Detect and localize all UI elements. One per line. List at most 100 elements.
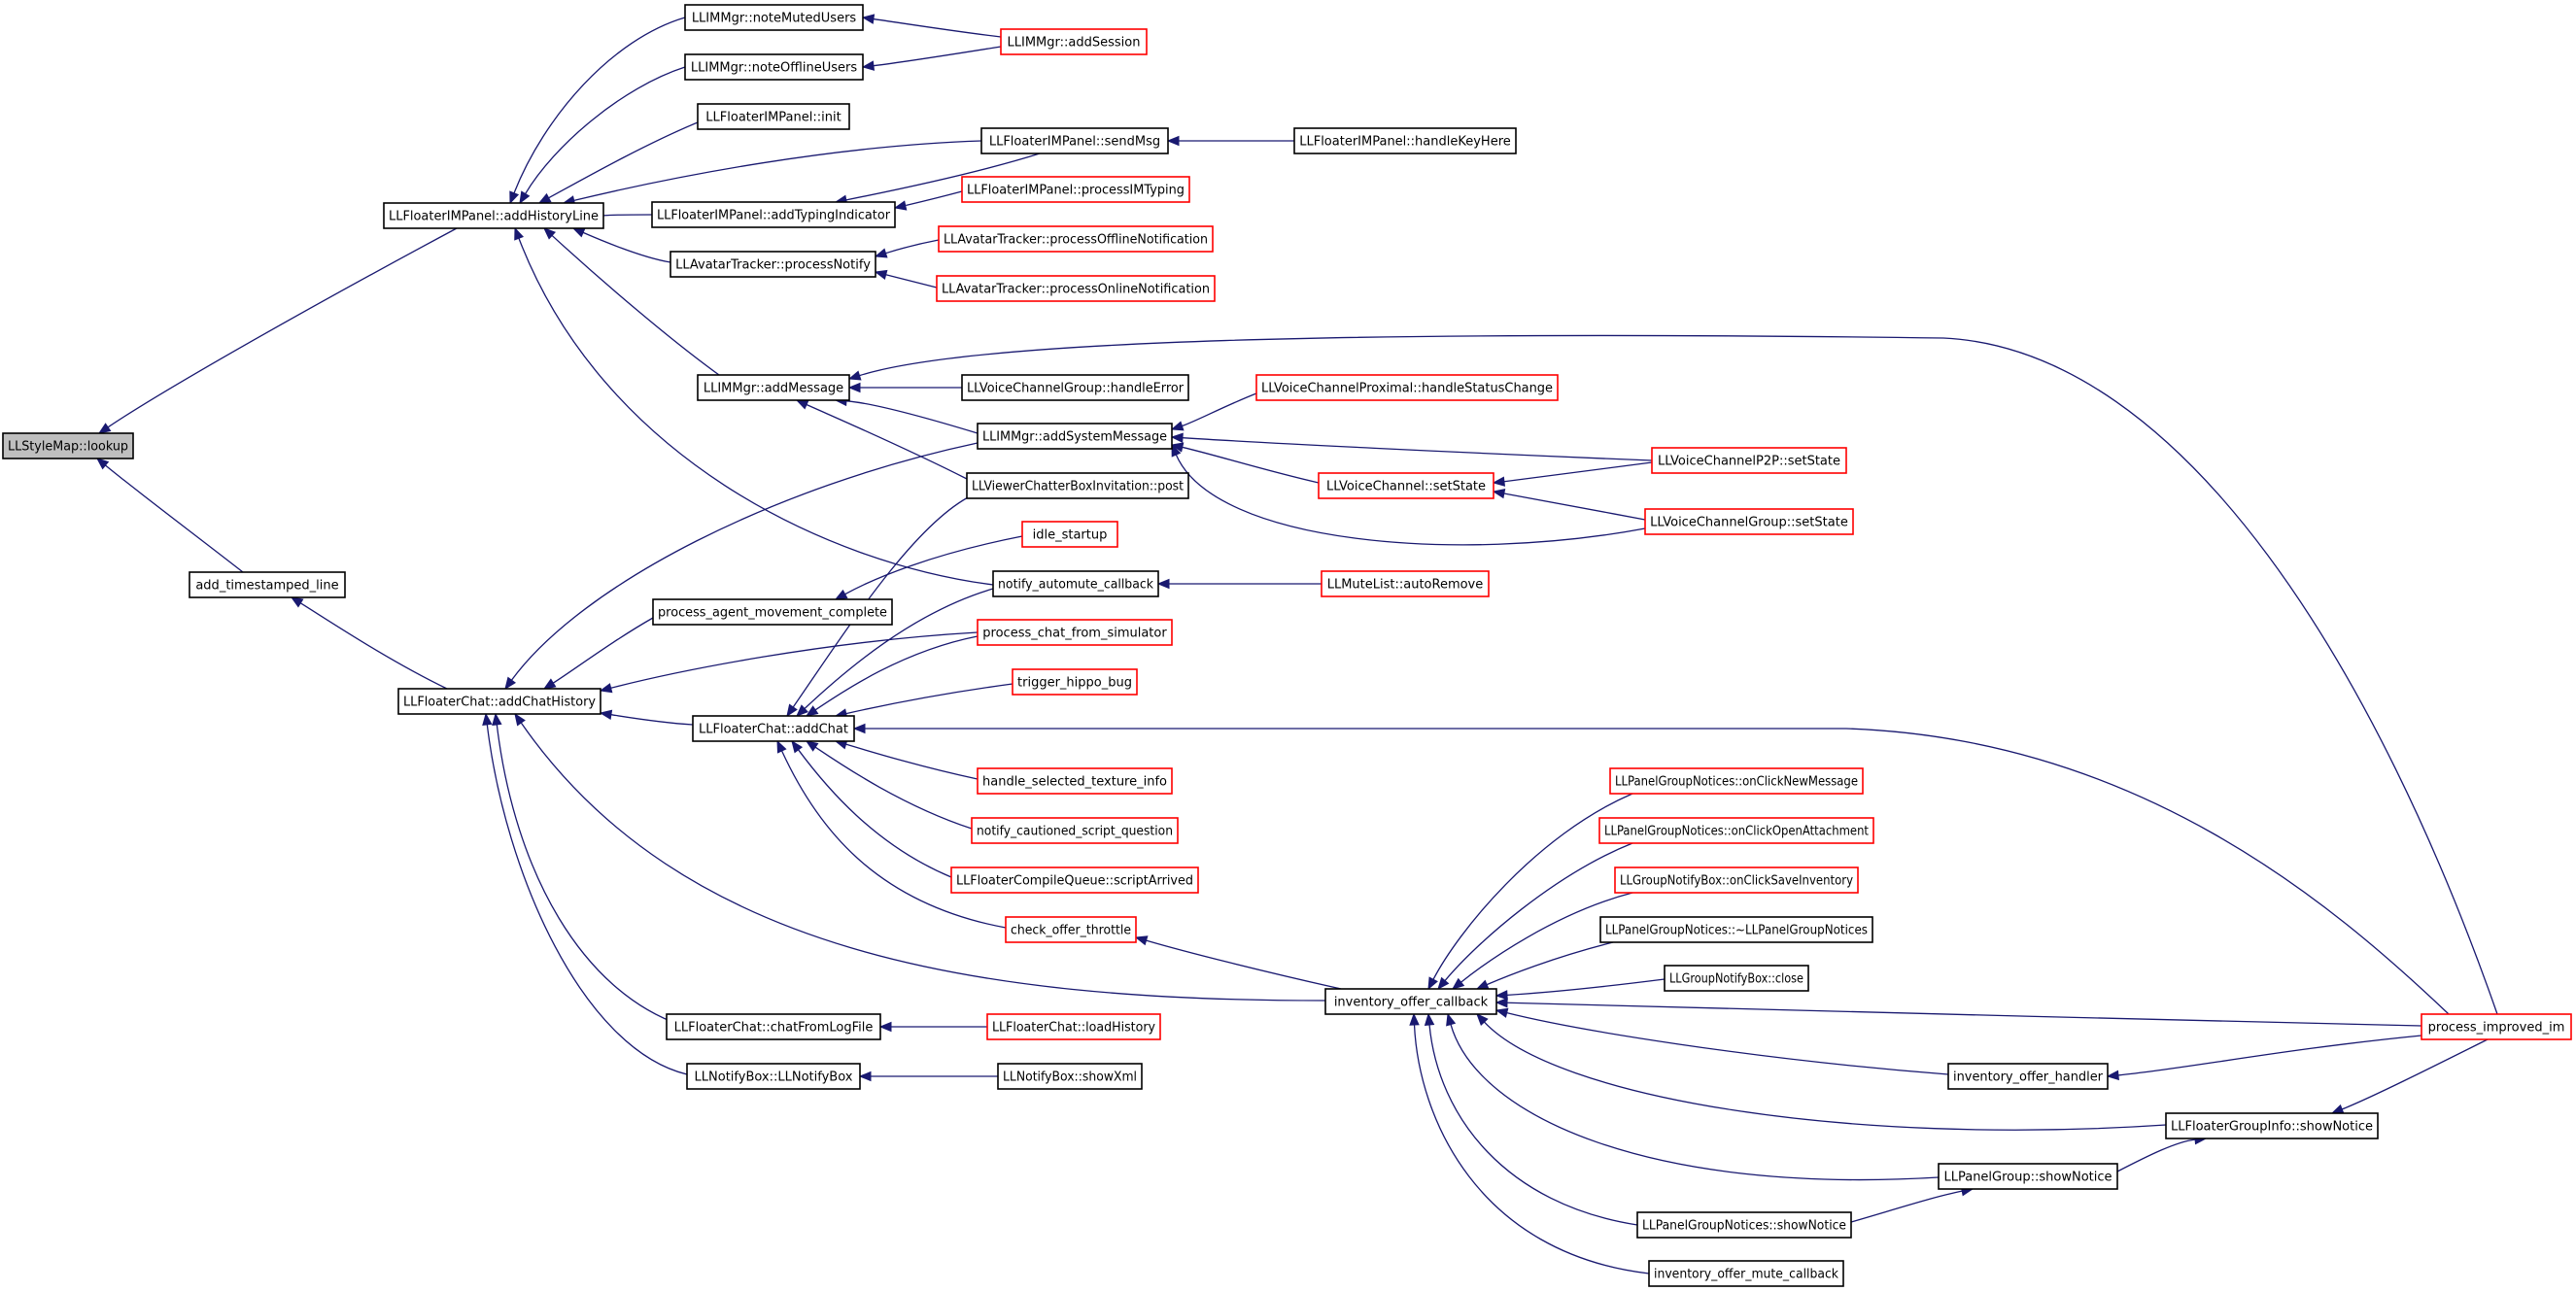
node-llavatartracker-processofflinenotification[interactable]: LLAvatarTracker::processOfflineNotificat… bbox=[938, 225, 1214, 253]
node-box bbox=[992, 570, 1159, 597]
edge-pgshownotice-to-invoffercb bbox=[1446, 1012, 1940, 1181]
node-inventory-offer-handler[interactable]: inventory_offer_handler bbox=[1947, 1063, 2109, 1090]
node-llavatartracker-processonlinenotification[interactable]: LLAvatarTracker::processOnlineNotificati… bbox=[936, 275, 1216, 302]
node-box bbox=[692, 715, 855, 742]
node-llgroupnotifybox-onclicksaveinventory[interactable]: LLGroupNotifyBox::onClickSaveInventory bbox=[1614, 866, 1859, 894]
node-llfloaterchat-loadhistory[interactable]: LLFloaterChat::loadHistory bbox=[986, 1013, 1161, 1040]
node-idle-startup[interactable]: idle_startup bbox=[1021, 521, 1118, 548]
node-label: LLFloaterChat::addChat bbox=[699, 723, 848, 737]
arrowhead bbox=[858, 1070, 872, 1082]
node-label: LLGroupNotifyBox::close bbox=[1669, 972, 1803, 987]
node-box bbox=[936, 275, 1216, 302]
node-llvoicechannel-setstate[interactable]: LLVoiceChannel::setState bbox=[1318, 472, 1494, 499]
edge-vcghandleerror-to-addmessage bbox=[847, 382, 963, 393]
node-box bbox=[383, 202, 604, 229]
node-box bbox=[684, 53, 864, 81]
edge-notifyboxctor-to-addchathistory bbox=[482, 712, 688, 1075]
node-llimmgr-addsession[interactable]: LLIMMgr::addSession bbox=[1000, 28, 1148, 55]
node-llnotifybox-showxml[interactable]: LLNotifyBox::showXml bbox=[997, 1063, 1143, 1090]
edge-addchat-to-addchathistory bbox=[599, 709, 694, 726]
node-box bbox=[961, 176, 1190, 203]
node-llfloaterimpanel-processimtyping[interactable]: LLFloaterIMPanel::processIMTyping bbox=[961, 176, 1190, 203]
node-inventory-offer-callback[interactable]: inventory_offer_callback bbox=[1324, 988, 1497, 1015]
arrowhead bbox=[1494, 990, 1508, 1001]
node-box bbox=[1651, 447, 1847, 474]
edge-invoffercb-to-addchathistory bbox=[514, 712, 1326, 1002]
node-llimmgr-notemutedusers[interactable]: LLIMMgr::noteMutedUsers bbox=[684, 4, 864, 31]
arrowhead bbox=[893, 200, 908, 211]
arrowhead bbox=[776, 739, 787, 754]
arrowhead bbox=[861, 14, 876, 24]
node-llfloaterimpanel-addhistoryline[interactable]: LLFloaterIMPanel::addHistoryLine bbox=[383, 202, 604, 229]
arrowhead bbox=[795, 399, 809, 410]
node-llavatartracker-processnotify[interactable]: LLAvatarTracker::processNotify bbox=[670, 251, 876, 278]
node-box bbox=[977, 767, 1173, 795]
edge-vcgroupsetstate-to-vcsetstate bbox=[1492, 488, 1646, 521]
node-label: LLIMMgr::noteOfflineUsers bbox=[691, 61, 857, 76]
node-llfloaterchat-addchat[interactable]: LLFloaterChat::addChat bbox=[692, 715, 855, 742]
node-llimmgr-noteofflineusers[interactable]: LLIMMgr::noteOfflineUsers bbox=[684, 53, 864, 81]
node-llimmgr-addmessage[interactable]: LLIMMgr::addMessage bbox=[697, 374, 850, 401]
node-add-timestamped-line[interactable]: add_timestamped_line bbox=[189, 571, 346, 598]
arrowhead bbox=[509, 190, 520, 205]
node-llfloaterchat-addchathistory[interactable]: LLFloaterChat::addChatHistory bbox=[397, 688, 601, 715]
node-check-offer-throttle[interactable]: check_offer_throttle bbox=[1005, 916, 1137, 943]
arrowhead bbox=[878, 1021, 892, 1033]
node-box bbox=[2165, 1112, 2379, 1139]
arrowhead bbox=[571, 227, 586, 238]
node-notify-automute-callback[interactable]: notify_automute_callback bbox=[992, 570, 1159, 597]
node-box bbox=[397, 688, 601, 715]
edge-gnbclose-to-invoffercb bbox=[1494, 978, 1666, 1001]
node-llfloatergroupinfo-shownotice[interactable]: LLFloaterGroupInfo::showNotice bbox=[2165, 1112, 2379, 1139]
edge-addtyping-to-addhistoryline bbox=[602, 214, 653, 217]
edge-vcp2psetstate-to-vcsetstate bbox=[1492, 461, 1653, 487]
node-llpanelgroupnotices-llpanelgroupnotices[interactable]: LLPanelGroupNotices::~LLPanelGroupNotice… bbox=[1599, 916, 1873, 943]
node-box bbox=[1000, 28, 1148, 55]
node-llnotifybox-llnotifybox[interactable]: LLNotifyBox::LLNotifyBox bbox=[686, 1063, 861, 1090]
node-llvoicechannelproximal-handlestatuschange[interactable]: LLVoiceChannelProximal::handleStatusChan… bbox=[1255, 374, 1559, 401]
node-llimmgr-addsystemmessage[interactable]: LLIMMgr::addSystemMessage bbox=[977, 423, 1173, 450]
node-llpanelgroupnotices-onclickopenattachment[interactable]: LLPanelGroupNotices::onClickOpenAttachme… bbox=[1598, 817, 1874, 844]
node-llfloaterimpanel-addtypingindicator[interactable]: LLFloaterIMPanel::addTypingIndicator bbox=[651, 201, 896, 228]
node-box bbox=[697, 374, 850, 401]
node-label: process_improved_im bbox=[2428, 1021, 2565, 1036]
node-trigger-hippo-bug[interactable]: trigger_hippo_bug bbox=[1012, 668, 1138, 696]
node-handle-selected-texture-info[interactable]: handle_selected_texture_info bbox=[977, 767, 1173, 795]
edge-pgndtor-to-invoffercb bbox=[1475, 941, 1614, 990]
arrowhead bbox=[1171, 443, 1182, 458]
node-llvoicechannelgroup-handleerror[interactable]: LLVoiceChannelGroup::handleError bbox=[961, 374, 1189, 401]
node-llfloatercompilequeue-scriptarrived[interactable]: LLFloaterCompileQueue::scriptArrived bbox=[950, 866, 1199, 894]
node-llfloaterimpanel-init[interactable]: LLFloaterIMPanel::init bbox=[697, 103, 850, 130]
node-llviewerchatterboxinvitation-post[interactable]: LLViewerChatterBoxInvitation::post bbox=[966, 472, 1189, 499]
node-label: LLFloaterGroupInfo::showNotice bbox=[2171, 1120, 2373, 1135]
node-llfloaterimpanel-handlekeyhere[interactable]: LLFloaterIMPanel::handleKeyHere bbox=[1293, 127, 1517, 154]
node-label: handle_selected_texture_info bbox=[982, 775, 1167, 790]
node-label: LLFloaterIMPanel::init bbox=[705, 111, 841, 125]
node-llfloaterchat-chatfromlogfile[interactable]: LLFloaterChat::chatFromLogFile bbox=[666, 1013, 881, 1040]
edge-pgnnewmsg-to-invoffercb bbox=[1427, 793, 1633, 991]
node-llvoicechannelp2p-setstate[interactable]: LLVoiceChannelP2P::setState bbox=[1651, 447, 1847, 474]
node-label: trigger_hippo_bug bbox=[1017, 676, 1132, 691]
node-llpanelgroupnotices-onclicknewmessage[interactable]: LLPanelGroupNotices::onClickNewMessage bbox=[1609, 767, 1864, 795]
node-inventory-offer-mute-callback[interactable]: inventory_offer_mute_callback bbox=[1648, 1260, 1844, 1287]
node-llpanelgroupnotices-shownotice[interactable]: LLPanelGroupNotices::showNotice bbox=[1636, 1211, 1852, 1239]
node-process-chat-from-simulator[interactable]: process_chat_from_simulator bbox=[977, 619, 1173, 646]
node-process-agent-movement-complete[interactable]: process_agent_movement_complete bbox=[652, 598, 893, 626]
node-notify-cautioned-script-question[interactable]: notify_cautioned_script_question bbox=[971, 817, 1179, 844]
node-box bbox=[938, 225, 1214, 253]
node-llmutelist-autoremove[interactable]: LLMuteList::autoRemove bbox=[1321, 570, 1490, 597]
node-process-improved-im[interactable]: process_improved_im bbox=[2421, 1013, 2572, 1040]
edge-processimprovedim-to-addchat bbox=[852, 723, 2450, 1015]
node-label: LLAvatarTracker::processNotify bbox=[675, 258, 871, 273]
edge-procoffline-to-processnotify bbox=[874, 239, 940, 258]
edge-processnotify-to-addhistoryline bbox=[571, 227, 671, 263]
node-llgroupnotifybox-close[interactable]: LLGroupNotifyBox::close bbox=[1664, 965, 1809, 992]
node-llvoicechannelgroup-setstate[interactable]: LLVoiceChannelGroup::setState bbox=[1644, 508, 1854, 535]
node-box bbox=[2, 432, 134, 459]
node-llfloaterimpanel-sendmsg[interactable]: LLFloaterIMPanel::sendMsg bbox=[980, 127, 1169, 154]
node-box bbox=[1648, 1260, 1844, 1287]
node-llpanelgroup-shownotice[interactable]: LLPanelGroup::showNotice bbox=[1938, 1163, 2118, 1190]
node-box bbox=[1614, 866, 1859, 894]
node-box bbox=[966, 472, 1189, 499]
arrowhead bbox=[542, 678, 557, 690]
